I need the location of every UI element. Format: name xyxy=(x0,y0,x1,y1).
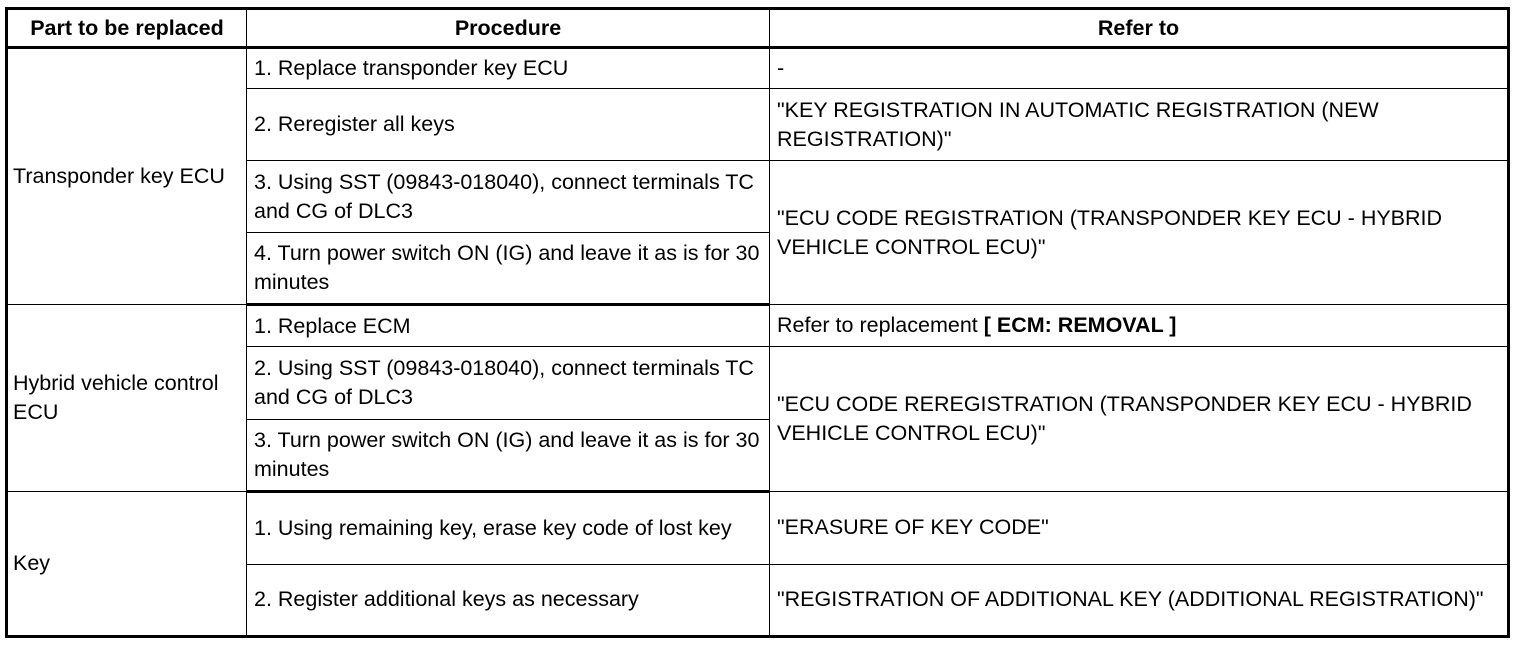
procedure-step: 2. Using SST (09843-018040), connect ter… xyxy=(246,346,770,420)
reference-cell: "REGISTRATION OF ADDITIONAL KEY (ADDITIO… xyxy=(769,563,1509,638)
table-row: Hybrid vehicle control ECU 1. Replace EC… xyxy=(6,304,1509,492)
table-row: Transponder key ECU 1. Replace transpond… xyxy=(6,46,1509,306)
procedure-step: 1. Replace ECM xyxy=(246,304,770,348)
part-transponder-key-ecu: Transponder key ECU xyxy=(6,46,247,306)
reference-cell: "KEY REGISTRATION IN AUTOMATIC REGISTRAT… xyxy=(769,88,1509,162)
procedure-step: 3. Using SST (09843-018040), connect ter… xyxy=(246,160,770,234)
reference-prefix: Refer to replacement xyxy=(777,313,984,338)
reference-cell: "ERASURE OF KEY CODE" xyxy=(769,490,1509,565)
procedure-step: 2. Reregister all keys xyxy=(246,88,770,162)
part-key: Key xyxy=(6,490,247,638)
table-row: 3. Turn power switch ON (IG) and leave i… xyxy=(7,418,1509,493)
header-row: Part to be replaced Procedure Refer to xyxy=(6,8,1509,49)
table-row: 2. Register additional keys as necessary… xyxy=(7,563,1509,638)
table-row: Key 1. Using remaining key, erase key co… xyxy=(6,490,1509,638)
header-refer-to: Refer to xyxy=(769,8,1509,49)
procedure-step: 1. Using remaining key, erase key code o… xyxy=(246,490,770,565)
table-row: 2. Using SST (09843-018040), connect ter… xyxy=(7,346,1509,492)
procedure-step: 3. Turn power switch ON (IG) and leave i… xyxy=(246,418,770,493)
reference-cell: Refer to replacement [ ECM: REMOVAL ] xyxy=(769,304,1509,348)
table-row: 4. Turn power switch ON (IG) and leave i… xyxy=(7,232,1509,307)
part-hybrid-vehicle-control-ecu: Hybrid vehicle control ECU xyxy=(6,304,247,492)
ecm-removal-link[interactable]: [ ECM: REMOVAL ] xyxy=(983,313,1177,338)
header-part: Part to be replaced xyxy=(6,8,247,49)
procedure-step: 4. Turn power switch ON (IG) and leave i… xyxy=(246,232,770,307)
table-row: 3. Using SST (09843-018040), connect ter… xyxy=(7,160,1509,306)
table-row: 2. Reregister all keys "KEY REGISTRATION… xyxy=(7,88,1509,162)
procedure-step: 1. Replace transponder key ECU xyxy=(246,46,770,90)
reference-cell: "ECU CODE REREGISTRATION (TRANSPONDER KE… xyxy=(769,346,1509,492)
procedure-step: 2. Register additional keys as necessary xyxy=(246,563,770,638)
header-procedure: Procedure xyxy=(246,8,770,49)
reference-cell: "ECU CODE REGISTRATION (TRANSPONDER KEY … xyxy=(769,160,1509,306)
reference-cell: - xyxy=(769,46,1509,90)
replacement-procedure-table: Part to be replaced Procedure Refer to T… xyxy=(5,7,1510,638)
